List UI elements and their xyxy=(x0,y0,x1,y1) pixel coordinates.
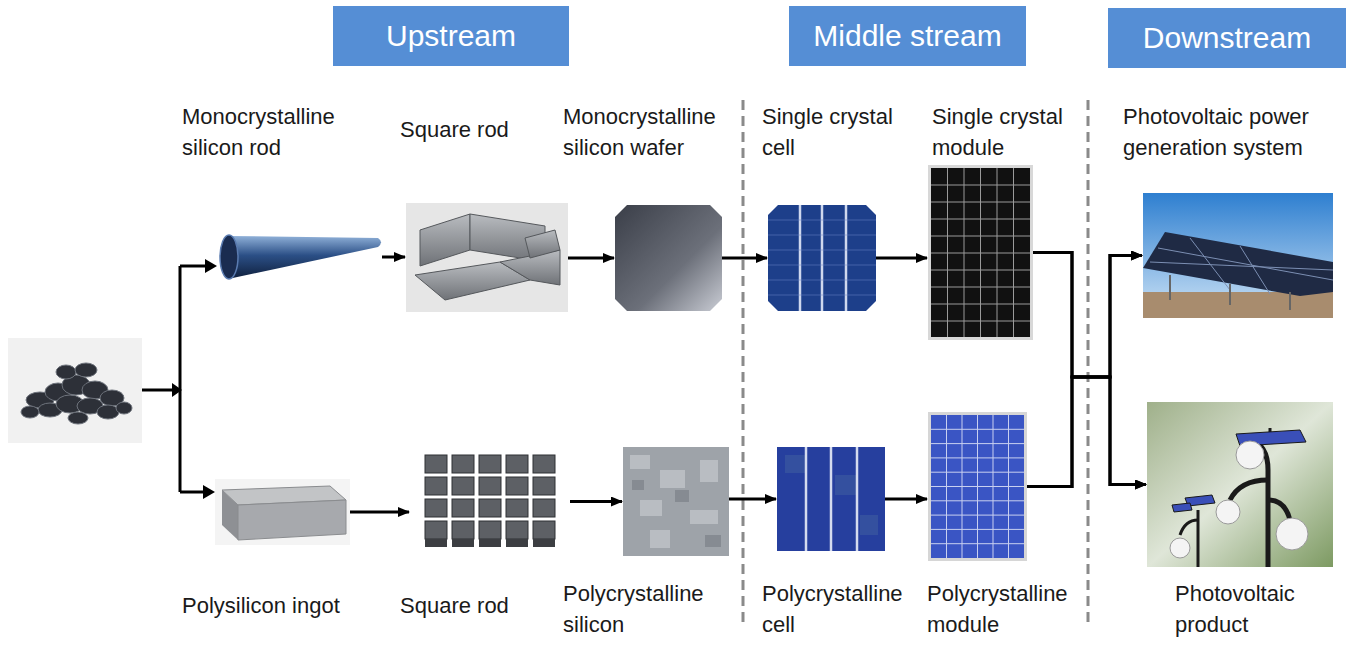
flow-arrow xyxy=(729,498,776,501)
stage-band: Upstream xyxy=(333,6,569,66)
product-item: Monocrystalline silicon rod xyxy=(218,230,382,284)
flow-arrow xyxy=(1033,253,1142,378)
item-label: Photovoltaic product xyxy=(1175,578,1335,640)
flow-arrow xyxy=(1033,253,1146,485)
stage-title: Middle stream xyxy=(813,18,1001,54)
stage-band: Middle stream xyxy=(789,6,1026,66)
stage-title: Upstream xyxy=(386,18,516,54)
product-item: Polycrystalline cell xyxy=(777,447,885,551)
flow-arrow xyxy=(1027,256,1142,487)
item-label: Polycrystalline cell xyxy=(762,578,922,640)
flow-arrow xyxy=(570,500,622,503)
product-item: Polycrystalline silicon xyxy=(623,447,729,556)
item-label: Polycrystalline module xyxy=(927,578,1085,640)
flow-arrow xyxy=(876,257,927,260)
flow-arrow xyxy=(568,257,614,260)
item-label: Single crystal module xyxy=(932,101,1087,163)
item-label: Polysilicon ingot xyxy=(182,590,382,621)
product-item: Photovoltaic product xyxy=(1147,402,1333,567)
flow-arrow xyxy=(350,511,409,514)
item-label: Monocrystalline silicon wafer xyxy=(563,101,743,163)
product-item: Square rod xyxy=(406,203,568,312)
product-item: Photovoltaic power generation system xyxy=(1143,193,1333,318)
product-item: Single crystal cell xyxy=(768,205,876,311)
flow-arrow xyxy=(382,256,405,259)
product-item: Square rod xyxy=(410,445,570,558)
item-label: Monocrystalline silicon rod xyxy=(182,101,367,163)
product-item: Single crystal module xyxy=(928,165,1033,340)
item-label: Single crystal cell xyxy=(762,101,922,163)
item-label: Polycrystalline silicon xyxy=(563,578,728,640)
item-label: Square rod xyxy=(400,114,550,145)
product-item: Polysilicon ingot xyxy=(215,479,350,545)
flow-arrow xyxy=(1027,377,1146,487)
stage-title: Downstream xyxy=(1143,20,1311,56)
product-item: Monocrystalline silicon wafer xyxy=(615,205,722,311)
item-label: Photovoltaic power generation system xyxy=(1123,101,1343,163)
flow-arrow xyxy=(722,257,767,260)
product-item: Polycrystalline module xyxy=(928,412,1027,561)
flow-arrow xyxy=(885,498,927,501)
item-label: Square rod xyxy=(400,590,550,621)
stage-band: Downstream xyxy=(1108,8,1346,68)
